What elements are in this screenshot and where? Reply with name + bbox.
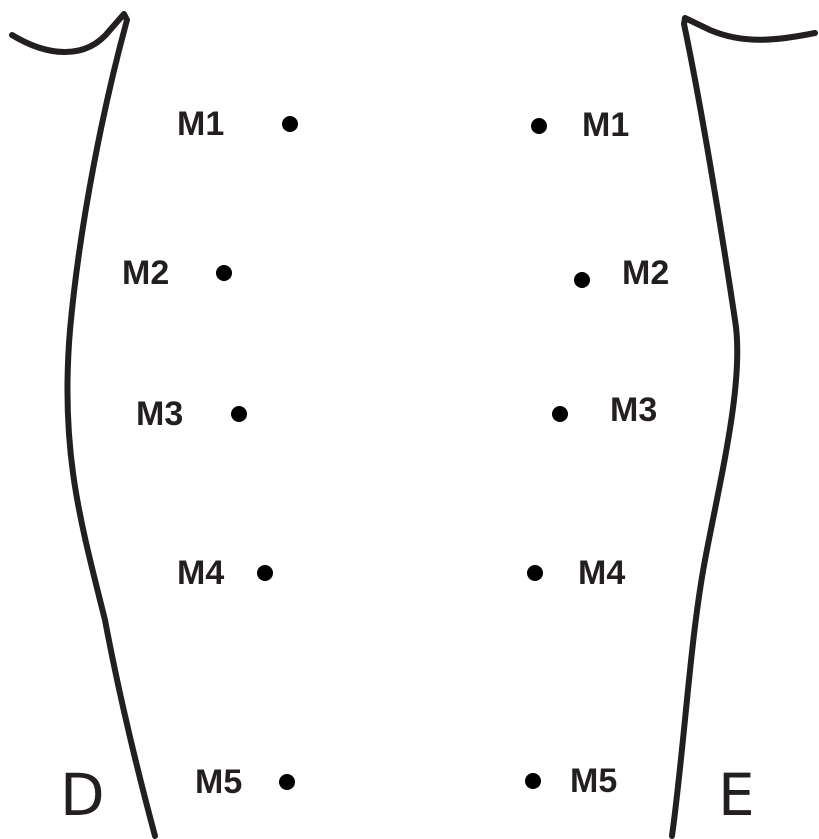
point-dot-d-m2 (216, 265, 232, 281)
point-label-d-m4: M4 (177, 556, 224, 590)
torso-outline-left (12, 14, 155, 836)
torso-outline-right (672, 18, 815, 836)
point-label-d-m1: M1 (177, 107, 224, 141)
point-label-e-m1: M1 (582, 108, 629, 142)
point-dot-d-m1 (282, 116, 298, 132)
side-label-d: D (60, 766, 105, 824)
point-label-e-m2: M2 (622, 256, 669, 290)
point-label-d-m3: M3 (136, 397, 183, 431)
point-dot-d-m3 (231, 406, 247, 422)
point-dot-e-m1 (531, 118, 547, 134)
point-dot-e-m5 (525, 773, 541, 789)
point-dot-e-m2 (574, 272, 590, 288)
point-label-e-m4: M4 (578, 556, 625, 590)
point-label-d-m5: M5 (195, 765, 242, 799)
point-dot-d-m4 (257, 565, 273, 581)
point-label-e-m5: M5 (570, 764, 617, 798)
point-dot-e-m3 (552, 406, 568, 422)
point-label-e-m3: M3 (610, 393, 657, 427)
point-label-d-m2: M2 (122, 256, 169, 290)
side-label-e: E (718, 766, 755, 824)
point-dot-e-m4 (527, 565, 543, 581)
point-dot-d-m5 (279, 774, 295, 790)
